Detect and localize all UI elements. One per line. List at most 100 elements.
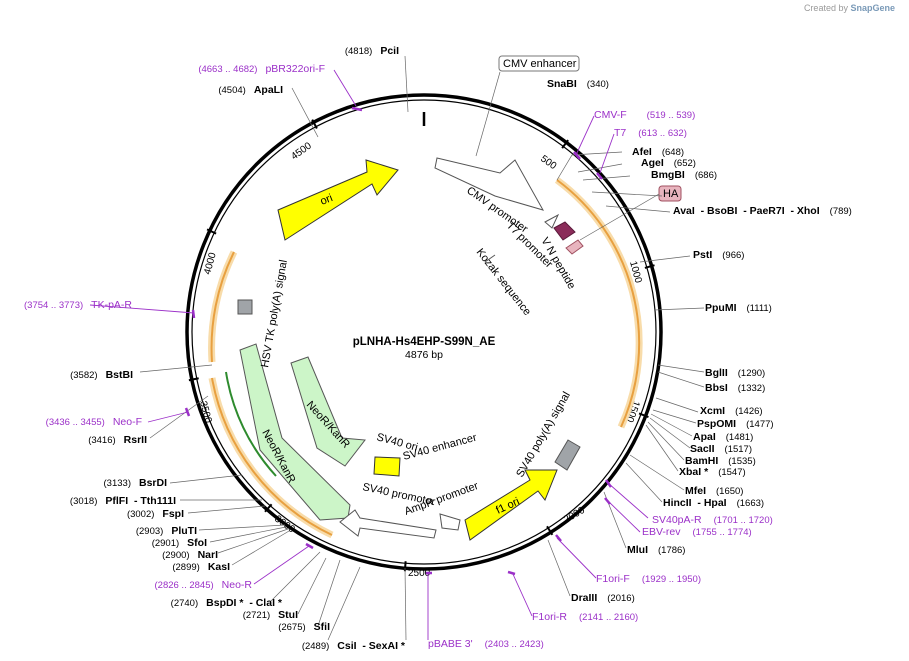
enzyme-bbsi: BbsI(1332) — [705, 382, 765, 394]
tick-label: 500 — [538, 153, 558, 172]
leader-lines — [139, 55, 705, 641]
enzyme-bsrdi: (3133)BsrDI — [104, 477, 168, 489]
enzyme-sfii: (2675)SfiI — [278, 621, 330, 633]
tick-mark — [638, 412, 649, 418]
primer-cmv-f: CMV-F(519 .. 539) — [594, 109, 695, 121]
primer-f1ori-r: F1ori-R(2141 .. 2160) — [532, 611, 638, 623]
cmv-enhancer-text: CMV enhancer — [503, 58, 577, 70]
enzyme-fspi: (3002)FspI — [127, 508, 184, 520]
tick-mark — [546, 525, 554, 536]
sv40-enhancer-label: SV40 enhancer — [402, 432, 479, 463]
backbone-outer — [185, 93, 663, 571]
enzyme-apai: ApaI(1481) — [693, 431, 753, 443]
primer-pbabe-3: pBABE 3'(2403 .. 2423) — [428, 638, 544, 650]
enzyme-psti: PstI(966) — [693, 249, 744, 261]
enzyme-agei: AgeI(652) — [641, 157, 696, 169]
orf-arc-glow — [554, 177, 643, 429]
enzyme-bstbi: (3582)BstBI — [70, 369, 133, 381]
enzyme-list-left: (4818)PciI (4504)ApaLI (3582)BstBI (3416… — [70, 45, 406, 652]
tk-polya-block — [237, 299, 253, 315]
primer-sv40pa-r: SV40pA-R(1701 .. 1720) — [652, 514, 773, 526]
hsv-tk-polya-label: HSV TK poly(A) signal — [259, 259, 290, 369]
primer-t7: T7(613 .. 632) — [614, 127, 687, 139]
ha-tag-feature — [565, 239, 584, 255]
ampr-promoter-block — [439, 513, 461, 531]
enzyme-mlui: MluI(1786) — [627, 544, 685, 556]
f1-ori-label: f1 ori — [494, 496, 521, 517]
enzyme-sfoi: (2901)SfoI — [152, 537, 207, 549]
tick-label: 2500 — [408, 568, 431, 579]
enzyme-sexai-group: (2489)CsiI - SexAI * — [302, 640, 406, 652]
enzyme-pluti: (2903)PluTI — [136, 525, 197, 537]
enzyme-xcmi: XcmI(1426) — [700, 405, 763, 417]
credit-prefix: Created by — [803, 3, 848, 13]
enzyme-xhoi-group: AvaI - BsoBI - PaeR7I - XhoI(789) — [673, 205, 852, 217]
ha-text: HA — [663, 188, 679, 200]
kozak-label: Kozak sequence — [474, 246, 534, 317]
primer-pbr322ori-f: (4663 .. 4682)pBR322ori-F — [198, 63, 325, 75]
ha-tag-label: HA — [658, 185, 682, 202]
enzyme-mfei: MfeI(1650) — [685, 485, 743, 497]
enzyme-xbai: XbaI *(1547) — [679, 466, 746, 478]
enzyme-tth111i-group: (3018)PflFI - Tth111I — [70, 495, 176, 507]
primer-leader-lines — [89, 69, 649, 640]
enzyme-clai-group: (2740)BspDI * - ClaI * — [171, 597, 283, 609]
tick-mark — [561, 139, 569, 149]
sv40-promoter-arrow — [339, 509, 437, 539]
enzyme-stui: (2721)StuI — [243, 609, 298, 621]
enzyme-nari: (2900)NarI — [162, 549, 218, 561]
credit-brand: SnapGene — [850, 3, 895, 13]
tick-mark — [311, 119, 318, 129]
ori-feature — [277, 159, 399, 241]
v-n-peptide — [553, 221, 576, 241]
primer-tk-pa-r: (3754 .. 3773)TK-pA-R — [24, 299, 132, 311]
primer-neo-r: (2826 .. 2845)Neo-R — [155, 579, 253, 591]
plasmid-name: pLNHA-Hs4EHP-S99N_AE — [353, 336, 496, 348]
sv40-ori-block — [373, 456, 401, 477]
sv40-promoter-label: SV40 promoter — [361, 481, 436, 508]
tick-mark — [206, 228, 217, 235]
enzyme-bmgbi: BmgBI(686) — [651, 169, 717, 181]
enzyme-draiii: DraIII(2016) — [571, 592, 635, 604]
tick-mark — [188, 377, 199, 382]
cmv-promoter-arrow — [434, 157, 545, 211]
tick-label: 3000 — [272, 514, 297, 536]
orf-arc — [556, 179, 641, 428]
neo-orf-arc — [211, 377, 333, 536]
enzyme-ppumi: PpuMI(1111) — [705, 302, 772, 314]
tk-orf-arc — [210, 251, 235, 363]
t7-promoter-arrow — [544, 213, 560, 229]
enzyme-bamhi: BamHI(1535) — [685, 455, 756, 467]
enzyme-list-right: SnaBI(340) AfeI(648) AgeI(652) BmgBI(686… — [547, 78, 852, 604]
plasmid-size: 4876 bp — [405, 349, 443, 361]
enzyme-snabi: SnaBI(340) — [547, 78, 609, 90]
sv40-polya-block — [554, 439, 581, 471]
backbone-inner — [191, 99, 657, 565]
enzyme-apali: (4504)ApaLI — [218, 84, 283, 96]
neo-kanr-outer — [239, 343, 351, 521]
enzyme-kasi: (2899)KasI — [172, 561, 230, 573]
enzyme-sacii: SacII(1517) — [690, 443, 752, 455]
snapgene-credit: Created by SnapGene — [804, 3, 895, 13]
tick-mark — [644, 264, 655, 269]
enzyme-pcii: (4818)PciI — [345, 45, 399, 57]
neo-green-arc — [225, 371, 277, 477]
f1-ori-feature — [464, 469, 558, 541]
enzyme-bglii: BglII(1290) — [705, 367, 765, 379]
primer-ebv-rev: EBV-rev(1755 .. 1774) — [642, 526, 752, 538]
ori-label: ori — [319, 192, 335, 208]
primer-neo-f: (3436 .. 3455)Neo-F — [46, 416, 142, 428]
neo-kanr-inner — [290, 356, 366, 467]
cmv-enhancer-label: CMV enhancer — [498, 55, 580, 72]
enzyme-afei: AfeI(648) — [632, 146, 684, 158]
primer-labels: (4663 .. 4682)pBR322ori-F CMV-F(519 .. 5… — [24, 63, 773, 650]
enzyme-rsrii: (3416)RsrII — [88, 434, 147, 446]
tick-label: 4500 — [289, 140, 314, 162]
primer-markers — [184, 106, 613, 576]
primer-f1ori-f: F1ori-F(1929 .. 1950) — [596, 573, 701, 585]
enzyme-hpai-group: HincII - HpaI(1663) — [663, 497, 764, 509]
enzyme-pspomi: PspOMI(1477) — [697, 418, 774, 430]
tick-mark — [264, 503, 273, 513]
kozak-mark — [484, 254, 496, 263]
